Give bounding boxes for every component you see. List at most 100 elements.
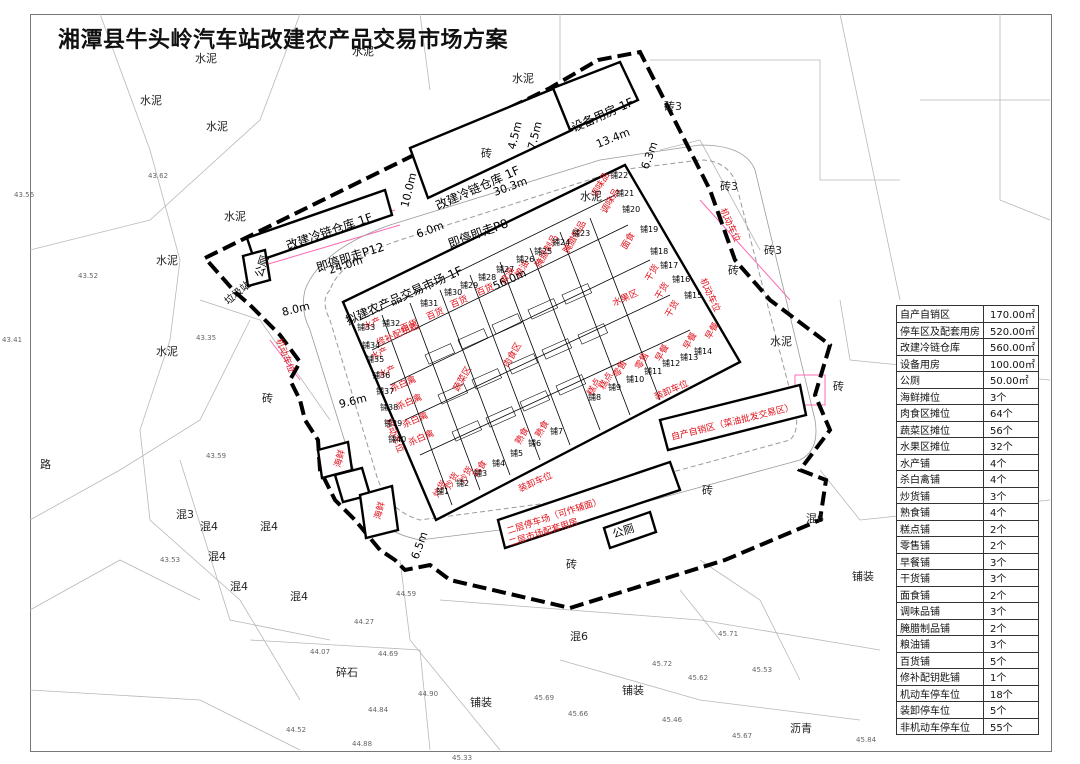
elev-22: 43.35 [196,334,216,342]
legend-item-name: 非机动车停车位 [896,717,984,735]
self-sale-building [658,383,808,452]
upstairs-parking-building [496,460,682,550]
ground-zhuan-1: 砖 [481,146,492,160]
legend-item-value: 3个 [983,486,1039,504]
shop-11: 铺11 [644,366,662,376]
legend-item-value: 3个 [983,552,1039,570]
legend-item-name: 机动车停车位 [896,684,984,702]
shop-29: 铺29 [460,280,478,290]
legend-item-value: 3个 [983,569,1039,587]
elev-18: 45.53 [752,666,772,674]
elev-21: 45.84 [856,736,877,744]
legend-item-name: 熟食铺 [896,503,984,521]
legend-item-name: 早餐铺 [896,552,984,570]
elev-12: 45.69 [534,694,554,702]
legend-item-value: 170.00㎡ [983,305,1039,323]
elev-4: 44.27 [354,618,374,626]
shop-31: 铺31 [420,298,438,308]
dim-6m: 6.0m [415,219,446,241]
legend-item-name: 蔬菜区摊位 [896,420,984,438]
elev-13: 45.66 [568,710,589,718]
shop-21: 铺21 [616,188,634,198]
shop-14: 铺14 [694,346,712,356]
ground-hun4-2: 混4 [208,550,226,563]
ground-hun6-1: 混6 [806,512,824,525]
ground-shuini-8: 水泥 [352,45,374,58]
shop-7: 铺7 [550,426,563,436]
ground-shuini-4: 水泥 [224,210,246,223]
ground-shuini-3: 水泥 [206,120,228,133]
seafood-stall-3 [358,484,400,540]
ground-hun4-1: 混4 [200,520,218,533]
elev-11: 44.88 [352,740,372,748]
legend-item-value: 520.00㎡ [983,321,1039,339]
shop-10: 铺10 [626,374,644,384]
site-boundary [201,49,833,611]
shop-6: 铺6 [528,438,541,448]
ground-hun4-3: 混4 [230,580,248,593]
legend-item-name: 水产铺 [896,453,984,471]
shop-39: 铺39 [384,418,402,428]
elev-3: 43.53 [160,556,180,564]
dim-6-3m: 6.3m [639,140,661,171]
legend-item-value: 560.00㎡ [983,338,1039,356]
elev-19: 45.46 [662,716,683,724]
shop-36: 铺36 [372,370,390,380]
shop-16: 铺16 [672,274,690,284]
shop-1: 铺1 [436,486,449,496]
elev-15: 45.71 [718,630,738,638]
outer-loop-road [302,144,817,541]
legend-item-name: 腌腊制品铺 [896,618,984,636]
legend-item-value: 64个 [983,404,1039,422]
shop-23: 铺23 [572,228,590,238]
ground-hun3: 混3 [176,508,194,521]
legend-item-value: 100.00㎡ [983,354,1039,372]
shop-30: 铺30 [444,287,462,297]
elev-1: 43.52 [78,272,98,280]
survey-lines [29,13,1051,751]
elev-8: 44.90 [418,690,438,698]
legend-item-value: 32个 [983,437,1039,455]
shop-26: 铺26 [516,254,534,264]
legend-item-value: 4个 [983,470,1039,488]
legend-item-value: 3个 [983,635,1039,653]
legend-item-value: 5个 [983,701,1039,719]
shop-13: 铺13 [680,352,698,362]
legend-item-name: 公厕 [896,371,984,389]
ground-suishi: 碎石 [336,665,358,679]
shop-18: 铺18 [650,246,668,256]
ground-puzhuang-1: 铺装 [470,696,492,709]
ground-zhuan3-2: 砖3 [720,179,738,193]
ground-puzhuang-3: 铺装 [852,570,874,583]
ground-shuini-10: 水泥 [580,190,602,203]
shop-20: 铺20 [622,204,640,214]
shop-9: 铺9 [608,382,621,392]
ground-zhuan-6: 砖 [728,263,739,277]
legend-item-value: 4个 [983,503,1039,521]
shop-38: 铺38 [380,402,398,412]
market-building [341,163,742,522]
restroom-1-label: 公厕 [252,254,271,279]
elev-5: 44.07 [310,648,330,656]
legend-item-name: 水果区摊位 [896,437,984,455]
legend-item-name: 装卸停车位 [896,701,984,719]
